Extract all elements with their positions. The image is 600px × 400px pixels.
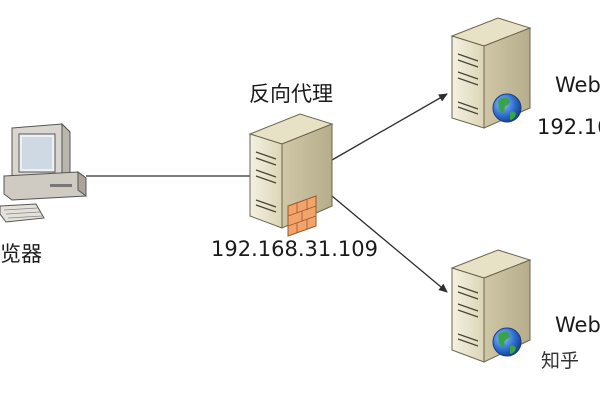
server-top-ip: 192.16 <box>537 115 600 139</box>
arrow-proxy-server-top <box>331 93 448 161</box>
proxy-title: 反向代理 <box>249 82 333 106</box>
globe-icon <box>492 93 522 123</box>
web-server-top-icon <box>450 17 532 129</box>
client-label: 览器 <box>0 242 42 266</box>
web-server-bottom-icon <box>450 249 532 363</box>
arrow-proxy-server-bottom <box>331 195 448 293</box>
server-bottom-label: Web <box>555 313 600 337</box>
globe-icon <box>492 327 522 357</box>
watermark-text: 知乎 <box>541 350 580 372</box>
server-top-label: Web <box>555 73 600 97</box>
proxy-ip: 192.168.31.109 <box>211 237 378 261</box>
server-firewall-icon <box>248 113 334 237</box>
desktop-computer-icon <box>0 122 87 223</box>
